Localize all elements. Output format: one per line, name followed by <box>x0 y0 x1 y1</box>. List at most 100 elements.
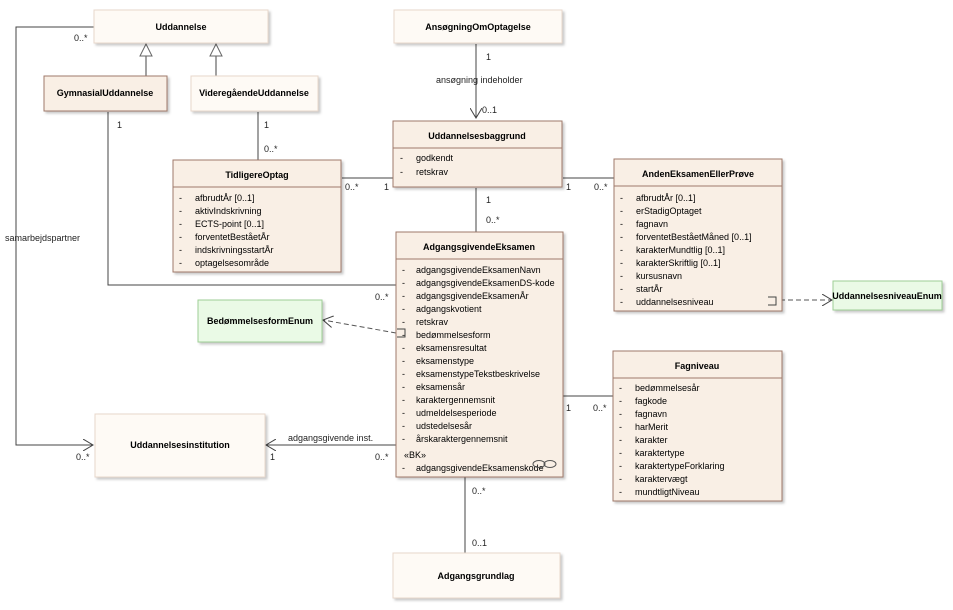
svg-text:-: - <box>620 232 623 242</box>
attr: afbrudtÅr [0..1] <box>195 193 255 203</box>
svg-text:-: - <box>400 153 403 163</box>
enum-bedoemmelsesform-name: BedømmelsesformEnum <box>207 316 313 326</box>
svg-text:-: - <box>402 395 405 405</box>
key-attr: adgangsgivendeEksamenskode <box>416 463 544 473</box>
multiplicity: 1 <box>566 182 571 192</box>
svg-text:-: - <box>402 304 405 314</box>
enum-bedoemmelsesform[interactable]: BedømmelsesformEnum <box>197 299 323 343</box>
attr: bedømmelsesår <box>635 383 700 393</box>
attr: karaktertype <box>635 448 685 458</box>
connectors <box>15 26 614 553</box>
multiplicity: 0..* <box>594 182 608 192</box>
svg-text:-: - <box>620 284 623 294</box>
svg-text:-: - <box>402 421 405 431</box>
multiplicity: 1 <box>486 52 491 62</box>
attr: karaktervægt <box>635 474 688 484</box>
class-tidligere-name: TidligereOptag <box>225 170 288 180</box>
multiplicity: 1 <box>566 403 571 413</box>
svg-text:-: - <box>402 408 405 418</box>
svg-text:-: - <box>402 463 405 473</box>
svg-text:-: - <box>402 343 405 353</box>
attr: ECTS-point [0..1] <box>195 219 264 229</box>
attr: eksamensår <box>416 382 465 392</box>
svg-text:-: - <box>179 206 182 216</box>
attr: startÅr <box>636 284 663 294</box>
class-grundlag-name: Adgangsgrundlag <box>438 571 515 581</box>
svg-text:-: - <box>179 193 182 203</box>
attr: eksamenstypeTekstbeskrivelse <box>416 369 540 379</box>
multiplicity: 0..* <box>345 182 359 192</box>
attr: godkendt <box>416 153 454 163</box>
svg-text:-: - <box>402 382 405 392</box>
class-videregaaende-name: VideregåendeUddannelse <box>199 88 309 98</box>
svg-text:-: - <box>402 265 405 275</box>
attr: adgangsgivendeEksamenÅr <box>416 291 529 301</box>
svg-text:-: - <box>400 167 403 177</box>
key-icon <box>543 460 557 468</box>
class-uddannelse[interactable]: Uddannelse <box>93 9 269 44</box>
class-baggrund[interactable]: Uddannelsesbaggrund - godkendt - retskra… <box>392 120 563 188</box>
dependency-bedoemmelsesform <box>323 320 397 334</box>
anden-attrs: - afbrudtÅr [0..1] - erStadigOptaget - fagn… <box>620 193 752 307</box>
attr: forventetBeståetÅr <box>195 232 270 242</box>
attr: adgangskvotient <box>416 304 482 314</box>
fagniveau-attrs: -bedømmelsesår -fagkode -fagnavn -harMer… <box>619 383 725 497</box>
attr: afbrudtÅr [0..1] <box>636 193 696 203</box>
multiplicity-labels: 0..* 1 1 0..* 1 ansøgning indeholder 0..… <box>5 33 608 548</box>
multiplicity: 1 <box>117 120 122 130</box>
svg-text:-: - <box>620 193 623 203</box>
generalization-arrow-gymnasial <box>139 42 153 57</box>
svg-text:-: - <box>402 291 405 301</box>
attr: aktivIndskrivning <box>195 206 262 216</box>
svg-text:-: - <box>179 245 182 255</box>
attr: erStadigOptaget <box>636 206 702 216</box>
class-adgangs[interactable]: AdgangsgivendeEksamen -adgangsgivendeEks… <box>395 231 564 478</box>
attr: karaktertypeForklaring <box>635 461 725 471</box>
svg-text:-: - <box>179 258 182 268</box>
class-anden[interactable]: AndenEksamenEllerPrøve -afbrudtÅr [0..1]… <box>613 158 783 312</box>
port-icon <box>397 328 406 338</box>
class-fagniveau[interactable]: Fagniveau -bedømmelsesår -fagkode -fagna… <box>612 350 783 502</box>
class-tidligere[interactable]: TidligereOptag - afbrudtÅr [0..1] - aktivI… <box>172 159 342 273</box>
enum-uddannelsesniveau[interactable]: UddannelsesniveauEnum <box>832 280 943 311</box>
attr: årskaraktergennemsnit <box>416 434 508 444</box>
class-ansoegning-name: AnsøgningOmOptagelse <box>425 22 531 32</box>
multiplicity: 0..* <box>375 292 389 302</box>
association-label: adgangsgivende inst. <box>288 433 373 443</box>
attr: eksamensresultat <box>416 343 487 353</box>
multiplicity: 0..1 <box>472 538 487 548</box>
svg-text:-: - <box>619 487 622 497</box>
adgangs-attrs: -adgangsgivendeEksamenNavn -adgangsgiven… <box>402 265 555 473</box>
class-institution[interactable]: Uddannelsesinstitution <box>94 413 266 478</box>
svg-text:-: - <box>619 474 622 484</box>
class-baggrund-name: Uddannelsesbaggrund <box>428 131 526 141</box>
multiplicity: 0..1 <box>482 105 497 115</box>
svg-text:-: - <box>620 271 623 281</box>
svg-text:-: - <box>619 396 622 406</box>
dependencies <box>323 300 832 334</box>
class-videregaaende[interactable]: VideregåendeUddannelse <box>190 75 319 112</box>
class-fagniveau-name: Fagniveau <box>675 361 720 371</box>
class-institution-name: Uddannelsesinstitution <box>130 440 230 450</box>
multiplicity: 0..* <box>486 215 500 225</box>
class-ansoegning[interactable]: AnsøgningOmOptagelse <box>393 9 563 44</box>
svg-text:-: - <box>620 245 623 255</box>
association-label: samarbejdspartner <box>5 233 80 243</box>
multiplicity: 1 <box>264 120 269 130</box>
svg-text:-: - <box>620 258 623 268</box>
attr: eksamenstype <box>416 356 474 366</box>
attr: retskrav <box>416 167 449 177</box>
class-grundlag[interactable]: Adgangsgrundlag <box>392 552 561 599</box>
svg-text:-: - <box>402 369 405 379</box>
attr: adgangsgivendeEksamenDS-kode <box>416 278 555 288</box>
svg-text:-: - <box>619 461 622 471</box>
multiplicity: 0..* <box>264 144 278 154</box>
svg-text:-: - <box>619 422 622 432</box>
attr: karaktergennemsnit <box>416 395 496 405</box>
attr: optagelsesområde <box>195 258 269 268</box>
multiplicity: 0..* <box>472 486 486 496</box>
svg-text:-: - <box>402 434 405 444</box>
attr: fagnavn <box>636 219 668 229</box>
svg-text:-: - <box>619 383 622 393</box>
class-gymnasial[interactable]: GymnasialUddannelse <box>43 75 168 112</box>
